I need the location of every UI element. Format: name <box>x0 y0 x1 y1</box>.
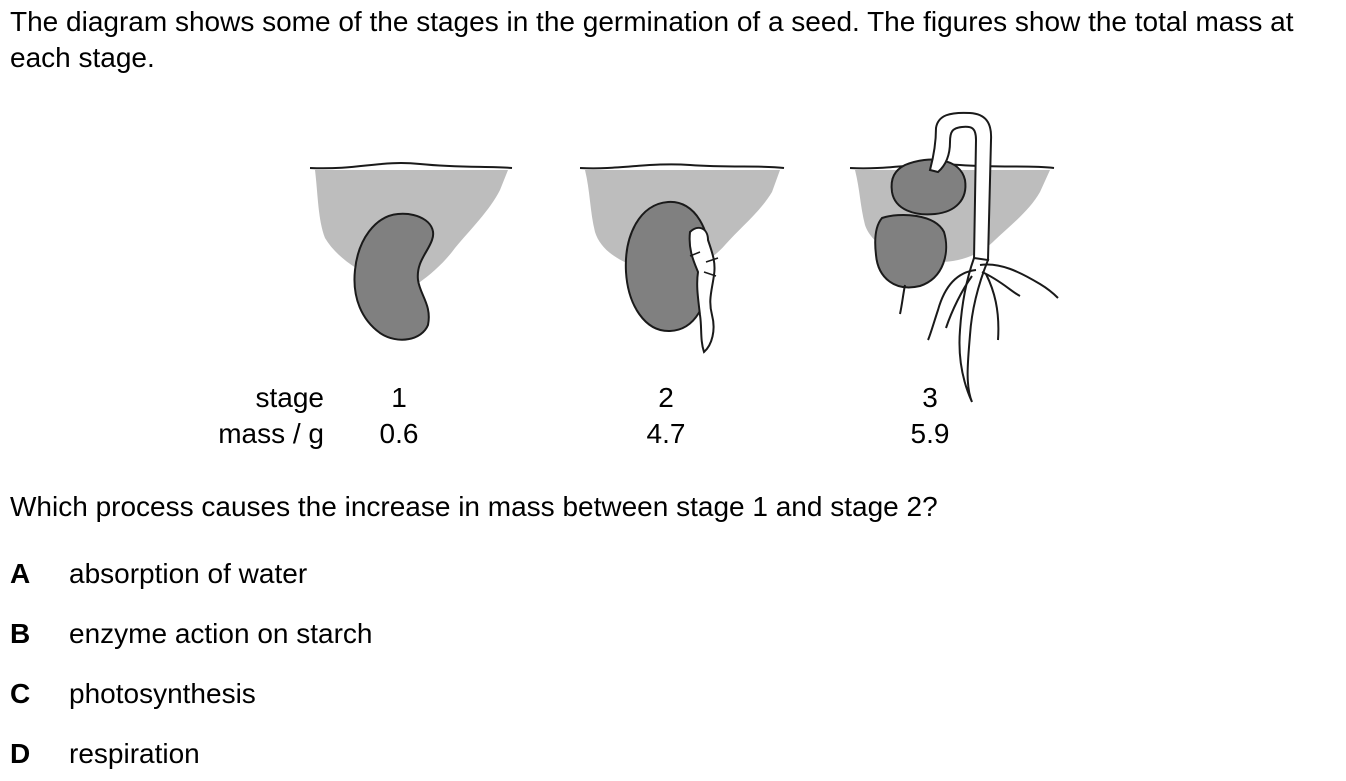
option-text: photosynthesis <box>69 678 256 709</box>
option-text: respiration <box>69 738 200 769</box>
seed-coat-lower <box>874 213 948 289</box>
small-root <box>899 284 906 315</box>
stage-1-number: 1 <box>391 382 407 413</box>
question-text: Which process causes the increase in mas… <box>10 491 938 522</box>
lateral-roots <box>927 263 1059 341</box>
stage-3-figure <box>849 111 1059 403</box>
intro-text: The diagram shows some of the stages in … <box>10 6 1294 73</box>
germination-diagram <box>309 111 1059 403</box>
soil-surface-line <box>579 163 785 170</box>
stage-1-figure <box>309 162 513 341</box>
stage-row-label: stage <box>255 382 325 413</box>
seed <box>353 212 435 341</box>
stage-2-number: 2 <box>658 382 674 413</box>
root-hair <box>689 251 719 277</box>
stage-3-mass: 5.9 <box>910 418 950 449</box>
soil-surface-line <box>309 162 513 170</box>
option-letter: A <box>10 558 31 589</box>
stage-2-mass: 4.7 <box>646 418 686 449</box>
soil-surface-line <box>849 163 1055 170</box>
option-letter: D <box>10 738 31 769</box>
option-letter: B <box>10 618 31 649</box>
stage-1-mass: 0.6 <box>379 418 419 449</box>
stage-3-number: 3 <box>922 382 938 413</box>
mass-row-label: mass / g <box>218 418 324 449</box>
option-text: absorption of water <box>69 558 308 589</box>
option-text: enzyme action on starch <box>69 618 373 649</box>
option-letter: C <box>10 678 31 709</box>
main-root <box>958 256 990 403</box>
radicle <box>688 226 716 354</box>
stage-2-figure <box>579 163 785 354</box>
seed-coat-upper <box>890 158 967 216</box>
